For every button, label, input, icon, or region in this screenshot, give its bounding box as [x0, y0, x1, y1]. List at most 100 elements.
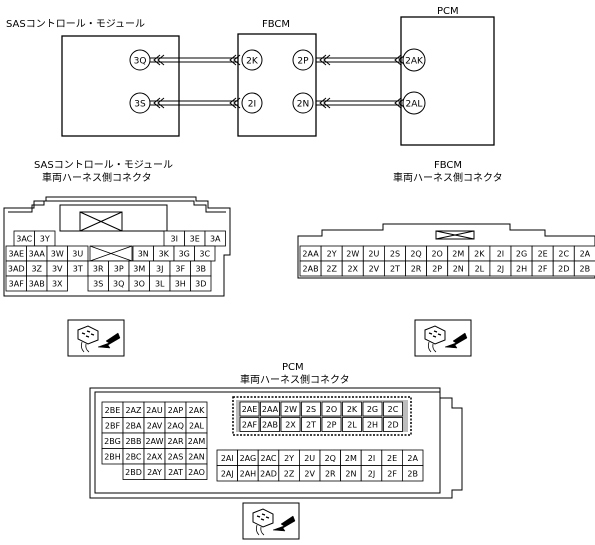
pcm-pin: 2AG: [240, 454, 257, 463]
pcm-pin: 2AN: [188, 452, 205, 461]
pcm-pin: 2AW: [145, 437, 163, 446]
pcm-pin: 2BF: [105, 421, 121, 430]
icon-probe-arrow: [444, 332, 468, 349]
pcm-pin: 2R: [325, 469, 336, 478]
sas-pin: 3C: [199, 250, 210, 259]
fbcm-pin: 2O: [431, 250, 442, 259]
fbcm-pin-2n: 2N: [297, 100, 309, 110]
pcm-terminals: 2AK 2AL: [402, 48, 426, 115]
connector-cell: [342, 401, 362, 417]
pcm-pin: 2V: [304, 469, 315, 478]
sas-pin: 3J: [156, 265, 163, 274]
sas-pin: 3I: [171, 235, 178, 244]
pcm-pin: 2G: [367, 405, 378, 414]
pcm-pin: 2AR: [167, 437, 184, 446]
sas-pin: 3O: [134, 280, 145, 289]
pcm-connector-title: PCM: [282, 362, 304, 373]
connector-cell: [239, 417, 260, 432]
connector-cell: [260, 417, 280, 432]
fbcm-pin-2i: 2I: [248, 100, 256, 110]
pcm-pin: 2F: [387, 469, 397, 478]
fbcm-pin: 2E: [538, 250, 548, 259]
connector-cell: [280, 417, 301, 432]
sas-pin: 3AF: [9, 280, 25, 289]
icon-probe-arrow: [272, 515, 296, 532]
pcm-pin: 2U: [304, 454, 315, 463]
pcm-pin: 2AQ: [167, 421, 184, 430]
connector-cell: [280, 401, 301, 417]
sas-connector-housing: [3, 196, 231, 297]
fbcm-pin: 2I: [497, 250, 504, 259]
fbcm-pin: 2G: [516, 250, 527, 259]
connector-cell: [401, 465, 424, 482]
fbcm-pin: 2Z: [326, 265, 337, 274]
pcm-pin: 2AB: [262, 421, 278, 430]
sas-module-box: [61, 35, 180, 137]
pcm-pin: 2AI: [221, 454, 234, 463]
fbcm-connector-subtitle: 車両ハーネス側コネクタ: [393, 171, 503, 184]
pcm-pin: 2BE: [105, 406, 121, 415]
pcm-pin: 2N: [345, 469, 356, 478]
connector-cell: [185, 463, 208, 480]
sas-latch-box: [79, 211, 123, 232]
pcm-box: [400, 16, 495, 146]
icon-wires: [255, 524, 265, 536]
terminal-circle: [292, 92, 314, 114]
fbcm-pin: 2Q: [410, 250, 421, 259]
terminal-circle: [241, 49, 263, 71]
fbcm-pin: 2N: [453, 265, 464, 274]
pcm-pin: 2AK: [189, 406, 206, 415]
sas-pin: 3AD: [8, 265, 25, 274]
fbcm-pin: 2D: [558, 265, 569, 274]
icon-probe-arrow: [97, 332, 121, 349]
terminal-circle: [402, 91, 426, 115]
fbcm-pin: 2F: [538, 265, 548, 274]
pcm-title: PCM: [437, 6, 459, 17]
connector-chevrons: [153, 54, 406, 109]
pcm-pin: 2AU: [146, 406, 163, 415]
pcm-pin: 2BG: [104, 437, 121, 446]
sas-pin: 3H: [175, 280, 186, 289]
pcm-pin: 2AP: [168, 406, 184, 415]
sas-pin: 3AA: [29, 250, 46, 259]
fbcm-pin: 2Y: [327, 250, 337, 259]
connector-cell: [301, 417, 321, 432]
terminal-circle: [241, 92, 263, 114]
sas-pin-3s: 3S: [134, 100, 146, 110]
sas-pin: 3Q: [113, 280, 124, 289]
chevron-icon: [153, 54, 165, 66]
pcm-pin: 2I: [368, 454, 375, 463]
pcm-pin: 2BB: [125, 437, 141, 446]
pcm-pin: 2BA: [125, 421, 142, 430]
sas-connector-title: SASコントロール・モジュール: [34, 160, 173, 171]
sas-latch-cross: [79, 211, 123, 232]
fbcm-pin: 2B: [580, 265, 591, 274]
connector-probe-icon: [242, 502, 300, 540]
pcm-pin: 2Y: [284, 454, 294, 463]
fbcm-pin-2k: 2K: [246, 57, 259, 67]
pcm-pin: 2AF: [242, 421, 258, 430]
sas-pin: 3F: [175, 265, 185, 274]
connector-cell: [573, 260, 595, 277]
connector-cell: [383, 417, 403, 432]
fbcm-pin: 2AB: [303, 265, 319, 274]
fbcm-pin: 2V: [369, 265, 380, 274]
pcm-pin: 2T: [306, 421, 316, 430]
pcm-pin: 2AZ: [125, 406, 142, 415]
connector-cell: [46, 275, 68, 292]
pcm-pin: 2AE: [242, 405, 258, 414]
sas-pin: 3P: [114, 265, 124, 274]
pcm-pin: 2BD: [125, 468, 142, 477]
pcm-pin: 2C: [388, 405, 399, 414]
sas-pin: 3AE: [8, 250, 24, 259]
connector-cell: [260, 401, 280, 417]
pcm-pin: 2L: [347, 421, 357, 430]
pcm-pin: 2M: [345, 454, 357, 463]
sas-pin: 3G: [179, 250, 190, 259]
sas-pin: 3T: [73, 265, 83, 274]
fbcm-pin: 2W: [346, 250, 359, 259]
connector-cell: [362, 401, 383, 417]
sas-pin: 3N: [138, 250, 149, 259]
pcm-pin: 2AV: [147, 421, 163, 430]
